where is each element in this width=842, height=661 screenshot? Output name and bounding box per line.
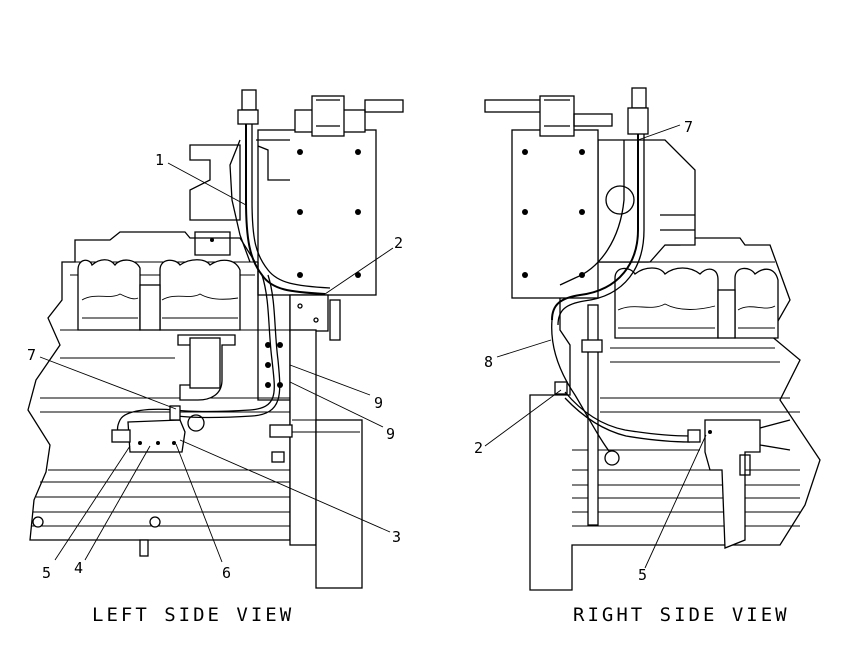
left-sensor-stalk xyxy=(241,89,257,111)
left-control-box xyxy=(257,95,404,341)
left-valve-covers xyxy=(77,259,241,331)
left-view-caption: LEFT SIDE VIEW xyxy=(92,604,294,626)
callout-1: 1 xyxy=(155,151,164,169)
left-engine-block-outline xyxy=(27,231,291,541)
left-callouts: 1 2 7 9 9 3 5 4 6 xyxy=(27,151,403,582)
left-lower-harness xyxy=(116,274,275,439)
left-side-view xyxy=(27,89,404,589)
callout-8: 8 xyxy=(484,353,493,371)
callout-7: 7 xyxy=(684,118,693,136)
callout-4: 4 xyxy=(74,559,83,577)
callout-2: 2 xyxy=(474,439,483,457)
leader-lines xyxy=(39,124,707,569)
callout-3: 3 xyxy=(392,528,401,546)
right-control-box xyxy=(484,95,613,299)
right-side-view xyxy=(484,87,821,591)
callout-5: 5 xyxy=(42,564,51,582)
callout-9-lower: 9 xyxy=(386,425,395,443)
callout-2: 2 xyxy=(394,234,403,252)
callout-6: 6 xyxy=(222,564,231,582)
callout-5: 5 xyxy=(638,566,647,584)
left-upper-housing xyxy=(189,144,241,221)
left-harness-tube xyxy=(245,124,326,295)
right-view-caption: RIGHT SIDE VIEW xyxy=(573,604,790,626)
right-lower-harness xyxy=(564,391,691,437)
left-front-panel xyxy=(289,329,317,546)
right-harness-tube xyxy=(551,134,639,321)
callout-9-upper: 9 xyxy=(374,394,383,412)
right-callouts: 7 8 2 5 xyxy=(474,118,693,584)
left-sensor-box xyxy=(111,405,186,453)
callout-7: 7 xyxy=(27,346,36,364)
right-sensor-box xyxy=(687,419,791,549)
right-upper-housing xyxy=(597,139,696,263)
right-sensor-stalk xyxy=(631,87,647,109)
right-valve-covers xyxy=(614,267,779,339)
